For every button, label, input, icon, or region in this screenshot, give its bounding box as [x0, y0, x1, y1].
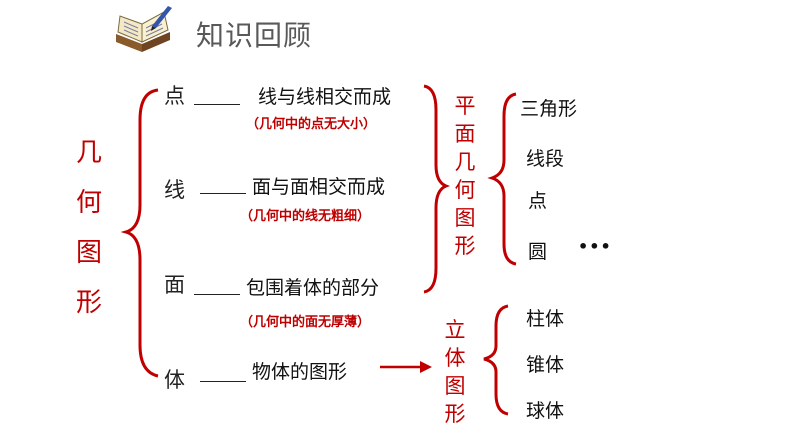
- element-point: 点: [164, 84, 185, 108]
- root-char: 几: [75, 138, 102, 168]
- solid-arrow-head: [420, 361, 432, 373]
- element-solid-relation: 物体的图形: [252, 361, 348, 383]
- plane-figures-label: 平 面 几 何 图 形: [452, 92, 478, 260]
- page-title: 知识回顾: [196, 19, 313, 52]
- element-point-note: （几何中的点无大小）: [246, 117, 377, 132]
- solid-char: 立: [444, 318, 466, 342]
- plane-examples-brace: [487, 92, 517, 266]
- element-solid: 体: [164, 368, 185, 392]
- solid-example-prism: 柱体: [526, 308, 565, 330]
- element-line: 线: [164, 178, 185, 202]
- dash-connector: [194, 94, 240, 113]
- plane-char: 图: [454, 206, 476, 230]
- element-surface-relation: 包围着体的部分: [246, 277, 380, 299]
- solid-figures-label: 立 体 图 形: [442, 316, 468, 428]
- plane-brace: [423, 84, 451, 294]
- plane-char: 何: [454, 178, 476, 202]
- plane-example-circle: 圆: [528, 241, 548, 263]
- solid-char: 图: [444, 374, 466, 398]
- plane-example-triangle: 三角形: [520, 98, 578, 120]
- solid-char: 体: [444, 346, 466, 370]
- plane-char: 平: [454, 94, 476, 118]
- plane-example-segment: 线段: [526, 148, 565, 170]
- solid-example-cone: 锥体: [526, 354, 565, 376]
- root-char: 何: [75, 188, 102, 218]
- plane-char: 面: [454, 122, 476, 146]
- book-quill-icon: [112, 4, 174, 56]
- plane-char: 几: [454, 150, 476, 174]
- dash-connector: [194, 284, 240, 303]
- element-line-note: （几何中的线无粗细）: [240, 209, 371, 224]
- element-point-relation: 线与线相交而成: [258, 86, 392, 108]
- element-surface: 面: [164, 273, 185, 297]
- dash-connector: [200, 183, 246, 202]
- plane-char: 形: [454, 234, 476, 258]
- root-char: 形: [75, 288, 102, 318]
- element-line-relation: 面与面相交而成: [252, 176, 386, 198]
- root-label: 几 何 图 形: [74, 128, 104, 328]
- solid-char: 形: [444, 402, 466, 426]
- more-ellipsis: •••: [578, 237, 612, 256]
- root-char: 图: [75, 238, 102, 268]
- dash-connector: [200, 371, 246, 390]
- solid-examples-brace: [483, 304, 509, 416]
- solid-example-sphere: 球体: [526, 400, 565, 422]
- plane-example-point: 点: [528, 190, 548, 212]
- element-surface-note: （几何中的面无厚薄）: [240, 315, 371, 330]
- root-brace: [120, 88, 159, 378]
